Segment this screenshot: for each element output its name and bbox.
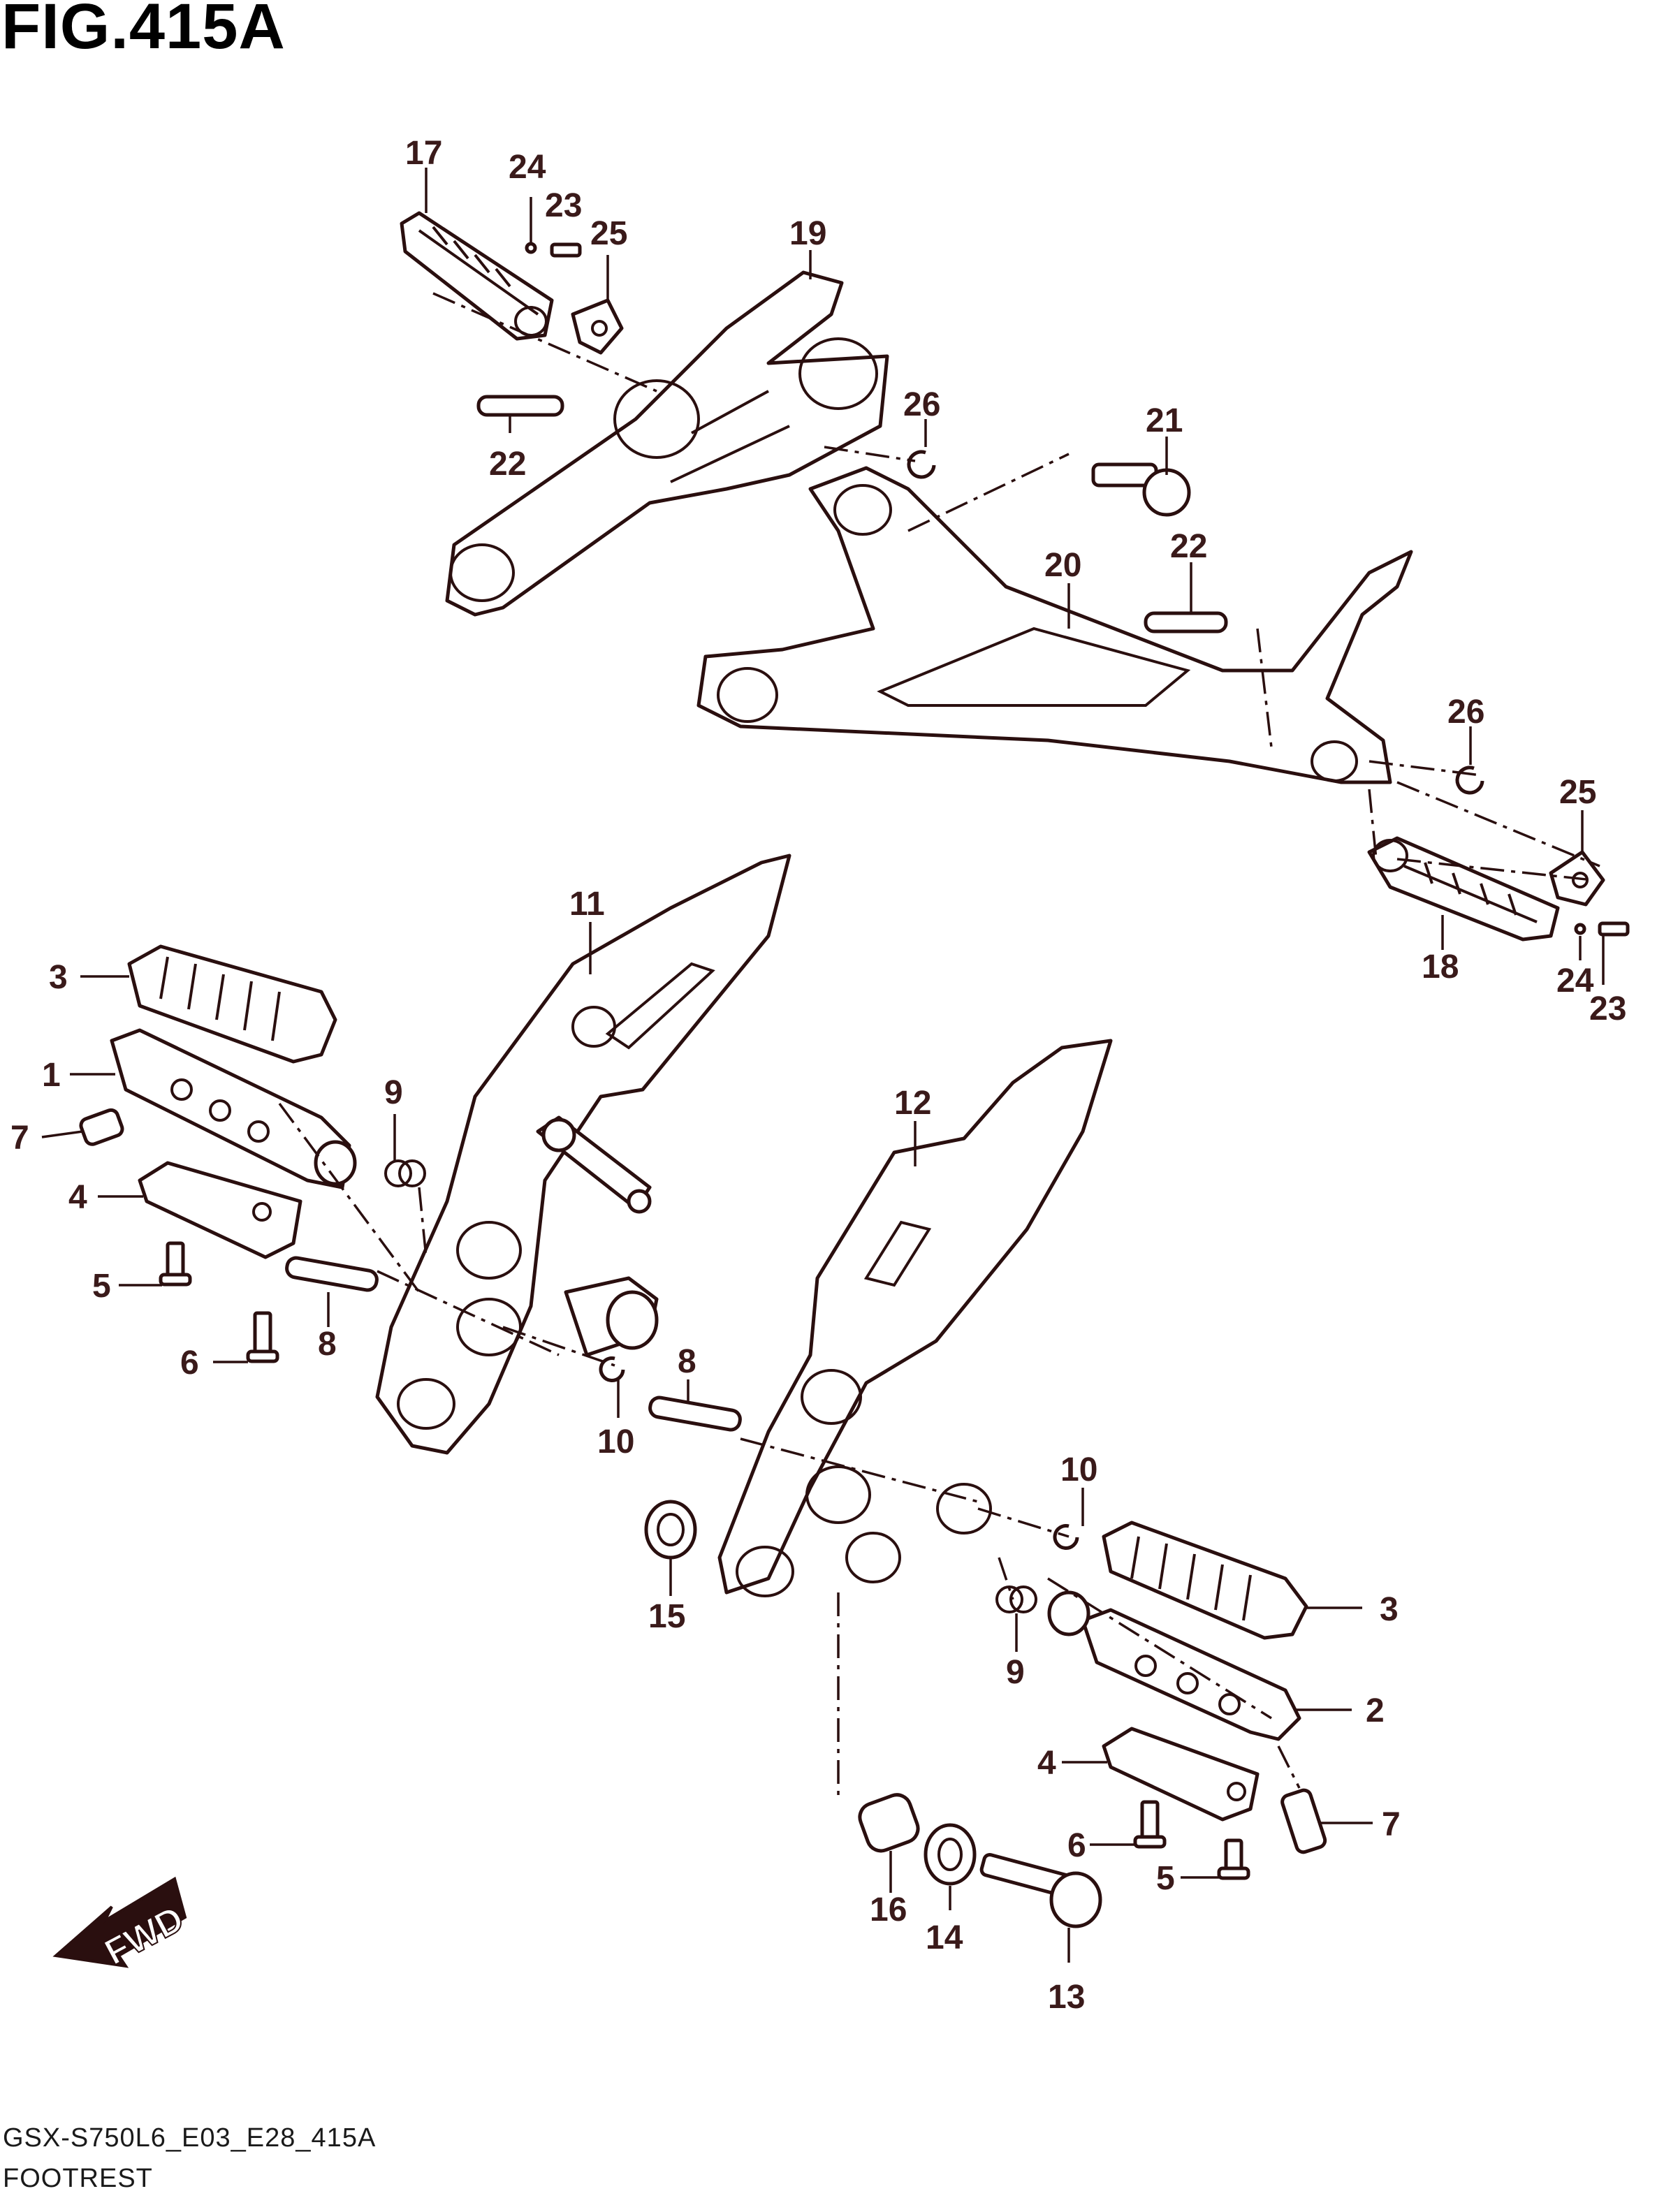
bolt-5-right <box>1217 1838 1250 1880</box>
callout-17: 17 <box>405 135 442 172</box>
callout-20: 20 <box>1044 547 1081 584</box>
footpeg-18 <box>1367 836 1560 942</box>
callout-19: 19 <box>789 215 826 252</box>
ball-24-right <box>1574 923 1586 935</box>
front-left-bracket <box>375 854 791 1455</box>
pin-22-middle <box>1144 611 1228 633</box>
callout-25-right: 25 <box>1559 774 1596 811</box>
figure-title: FIG.415A <box>1 0 286 62</box>
callout-10-right: 10 <box>1060 1451 1097 1488</box>
callout-26-right: 26 <box>1447 694 1484 731</box>
footrest-rubber-3-left <box>127 944 337 1064</box>
stopper-7-right <box>1280 1788 1327 1854</box>
callout-8-right: 8 <box>678 1343 696 1380</box>
screw-23-right <box>1598 921 1630 937</box>
diagram-code: GSX-S750L6_E03_E28_415A <box>3 2123 377 2153</box>
rear-left-bracket <box>445 270 889 617</box>
callout-12: 12 <box>894 1085 931 1122</box>
callout-4-right: 4 <box>1037 1745 1056 1782</box>
callout-26-upper: 26 <box>903 386 940 423</box>
footrest-1 <box>110 1028 357 1189</box>
callout-4-left: 4 <box>68 1179 87 1216</box>
pin-8-left <box>285 1256 379 1292</box>
callout-16: 16 <box>870 1891 907 1928</box>
washer-14 <box>924 1823 977 1886</box>
bolt-6-right <box>1133 1800 1167 1849</box>
bolt-21 <box>1091 462 1191 517</box>
footrest-rubber-3-right <box>1102 1521 1308 1640</box>
callout-6-left: 6 <box>180 1345 199 1382</box>
spring-9-left <box>384 1159 426 1187</box>
e-ring-26-right <box>1455 766 1484 795</box>
diagram-name: FOOTREST <box>3 2164 153 2193</box>
callout-11: 11 <box>569 886 605 923</box>
callout-labels: 17 24 23 25 19 26 21 22 20 22 26 25 18 2… <box>10 135 1626 2016</box>
bolt-5-left <box>159 1241 192 1287</box>
front-right-bracket <box>717 1039 1113 1597</box>
callout-2: 2 <box>1366 1692 1385 1729</box>
callout-15: 15 <box>648 1598 685 1635</box>
callout-6-right: 6 <box>1067 1827 1086 1864</box>
callout-22-middle: 22 <box>1170 528 1207 565</box>
pin-22-upper <box>476 395 564 417</box>
collar-16 <box>858 1793 920 1853</box>
footrest-2 <box>1047 1590 1301 1741</box>
spring-9-right <box>995 1585 1037 1613</box>
screw-23-upper <box>550 242 582 258</box>
callout-18: 18 <box>1422 948 1459 986</box>
callout-22-upper: 22 <box>489 446 526 483</box>
callout-25-upper: 25 <box>590 215 627 252</box>
bolt-13 <box>979 1852 1102 1928</box>
plate-25-upper <box>571 298 624 355</box>
callout-7-right: 7 <box>1382 1806 1401 1843</box>
callout-9-left: 9 <box>384 1074 403 1111</box>
e-ring-26-upper <box>907 450 936 479</box>
rear-right-bracket <box>696 466 1413 784</box>
callout-21: 21 <box>1146 402 1183 439</box>
callout-5-right: 5 <box>1156 1860 1175 1897</box>
callout-1: 1 <box>42 1057 61 1094</box>
pad-4-left <box>138 1161 302 1259</box>
leader-lines <box>41 168 1605 1963</box>
callout-24-right: 24 <box>1556 962 1594 999</box>
e-ring-10-left <box>599 1356 625 1382</box>
callout-5-left: 5 <box>92 1268 111 1305</box>
callout-7-left: 7 <box>10 1120 29 1157</box>
pin-8-right <box>648 1396 742 1432</box>
stopper-7-left <box>79 1108 124 1146</box>
lever-arm <box>536 1115 652 1214</box>
washer-15 <box>644 1500 697 1560</box>
callout-8-left: 8 <box>318 1326 337 1363</box>
callout-3-left: 3 <box>49 959 68 996</box>
pad-4-right <box>1102 1727 1260 1822</box>
callout-3-right: 3 <box>1380 1591 1399 1628</box>
callout-23-upper: 23 <box>545 187 582 224</box>
callout-14: 14 <box>926 1919 963 1956</box>
bolt-6-left <box>246 1311 279 1363</box>
ball-24-upper <box>525 242 537 254</box>
fwd-arrow: FWD <box>52 1876 191 1974</box>
callout-13: 13 <box>1048 1979 1085 2016</box>
shaft-left <box>564 1276 659 1357</box>
callout-10-left: 10 <box>597 1423 634 1460</box>
callout-24-upper: 24 <box>509 149 546 186</box>
callout-9-right: 9 <box>1006 1654 1025 1691</box>
callout-23-right: 23 <box>1589 990 1626 1027</box>
footpeg-17 <box>400 211 554 341</box>
